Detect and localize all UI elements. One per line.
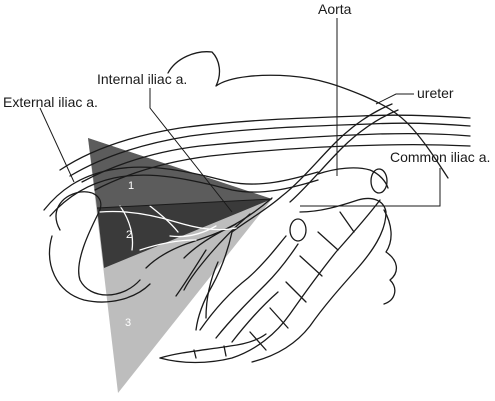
upper-wall-line-4 [94,143,471,191]
internal-iliac-branch-5 [205,261,219,319]
rectum-outline-3 [231,291,279,343]
zone-2-region [97,199,272,268]
common-iliac-cut-end [289,218,307,242]
vertebra-line-3 [299,255,323,277]
sacral-edge [383,209,397,305]
aorta-label: Aorta [318,1,352,17]
ureter-vessel [231,103,393,233]
sacrum-outline-outer [159,199,381,364]
obturator-vessel [99,210,237,231]
internal-iliac-branch-4 [175,249,207,297]
common-iliac-leader [300,168,441,207]
zone-vessel-1 [119,205,134,251]
external-iliac-label: External iliac a. [3,94,98,110]
aorta-vessel [317,167,389,189]
external-iliac-leader [39,107,75,183]
internal-iliac-branch-2 [145,223,237,269]
ureter-leader [375,93,414,105]
rectum-outline [199,235,287,331]
zone-vessel-4 [139,239,197,251]
vertebra-line-5 [269,307,289,329]
internal-iliac-leader [149,88,233,213]
rectum-outline-2 [215,243,299,339]
ureter-label: ureter [417,85,454,101]
pelvic-cavity-outline [55,191,141,296]
sacrum-outline-inner [251,197,387,363]
external-iliac-artery-inner [49,174,319,217]
zone-vessel-3 [169,225,217,238]
zone-2-number: 2 [126,229,133,241]
zone-3-number: 3 [125,317,132,329]
internal-iliac-branch-3 [195,231,233,331]
coccyx-seg-1 [193,349,197,359]
zone-1-region [88,138,272,208]
zone-1-number: 1 [128,180,135,192]
aorta-cut-end [370,168,388,194]
coccyx-seg-2 [223,345,227,357]
vertebra-line-2 [317,231,339,251]
vertebra-line-4 [285,281,307,303]
internal-iliac-branch-1 [183,213,251,291]
vertebra-line-1 [339,211,355,233]
pelvic-cavity-outer [48,235,151,303]
upper-wall-line-1 [59,114,471,171]
external-iliac-artery [43,166,319,211]
common-iliac-label: Common iliac a. [390,149,491,165]
vertebra-line-6 [249,331,267,351]
upper-wall-line-3 [81,132,471,183]
upper-wall-line-2 [69,122,471,177]
coccyx-outline [159,333,267,359]
ureter-vessel-inner [289,109,399,203]
zone-vessel-2 [149,205,179,233]
internal-iliac-label: Internal iliac a. [97,71,188,87]
peritoneum-outline [167,51,449,179]
zone-divider [96,198,273,209]
